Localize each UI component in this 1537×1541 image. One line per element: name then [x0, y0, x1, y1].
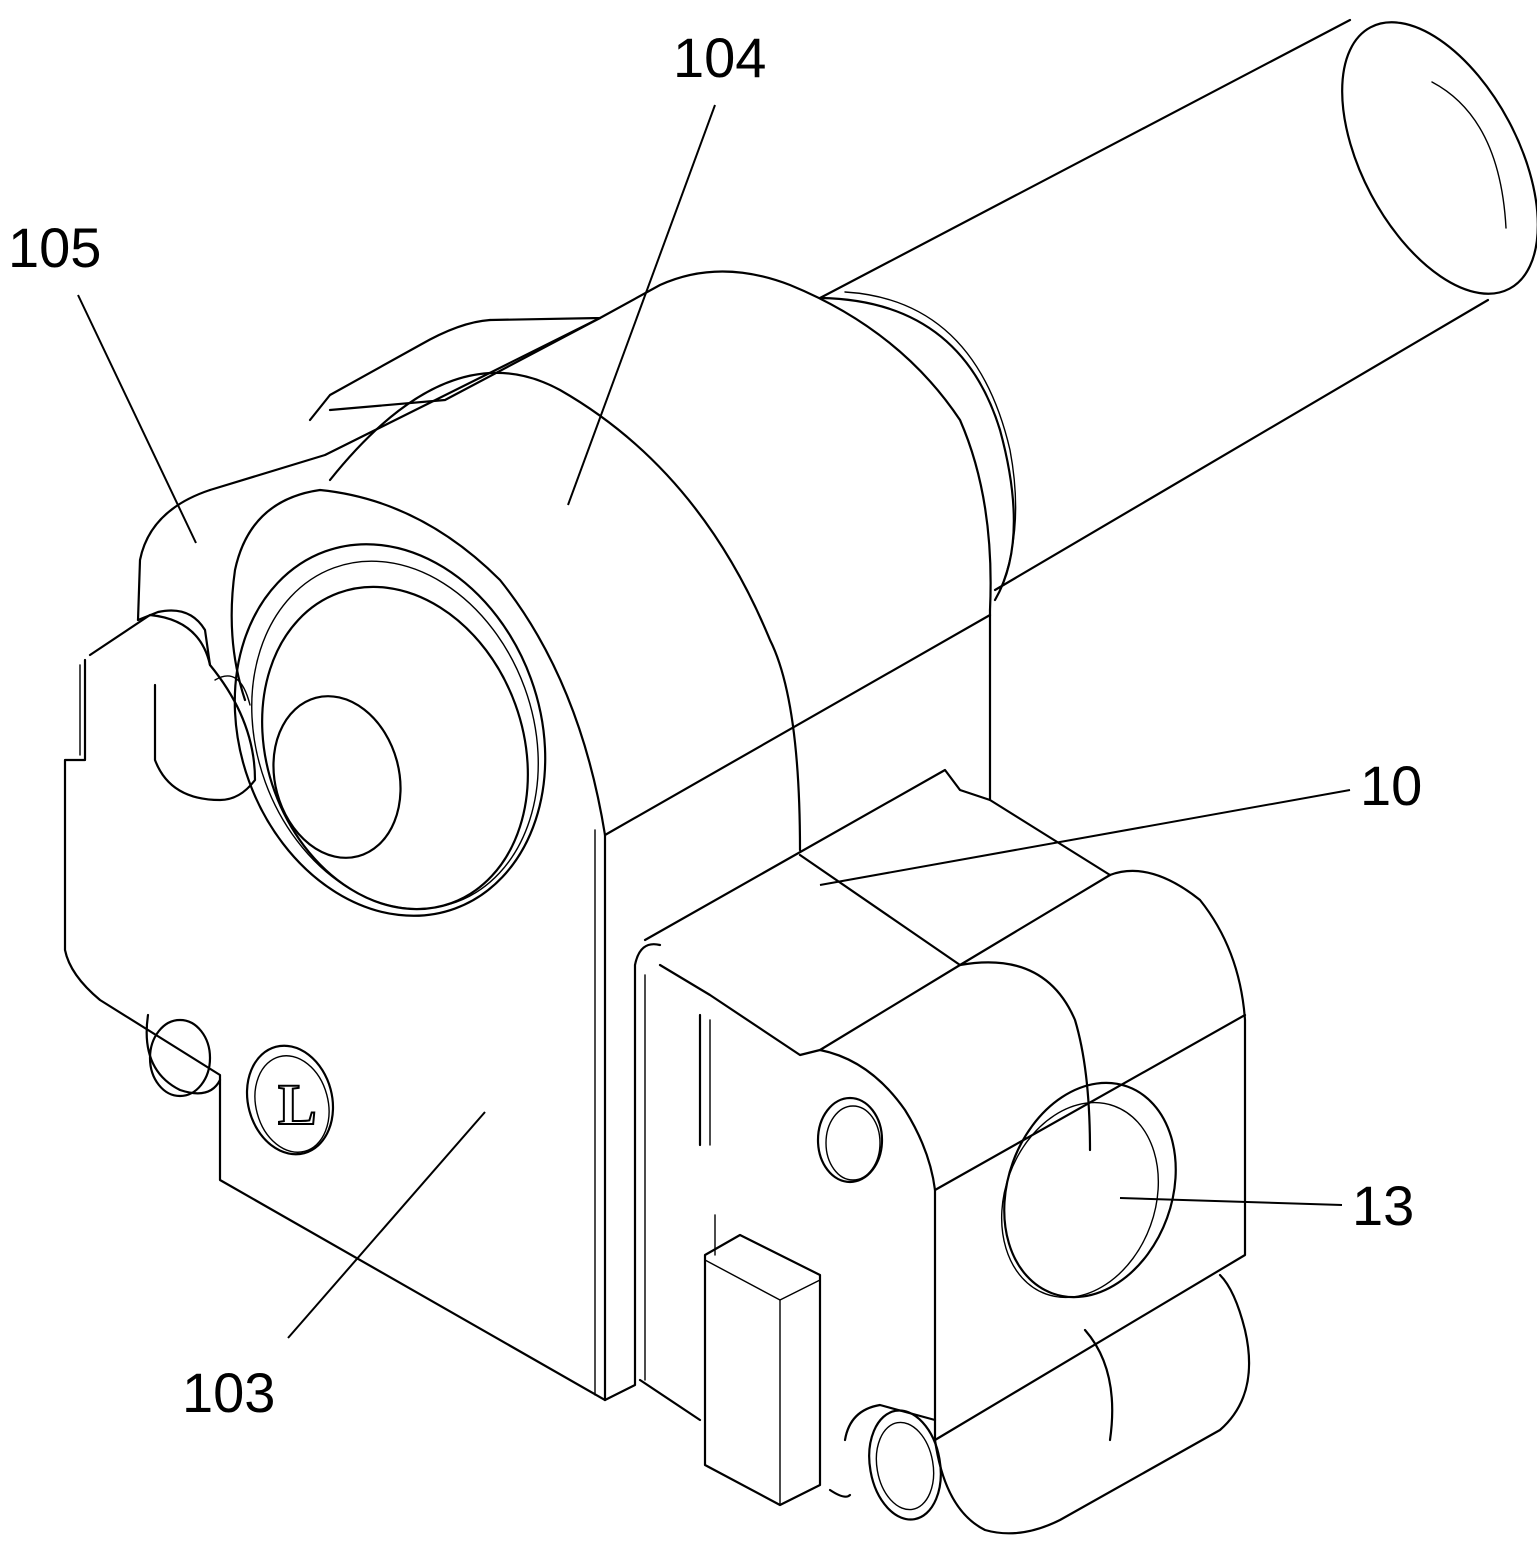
part-10-block: [643, 768, 1251, 1535]
label-10: 10: [1360, 754, 1422, 817]
front-boss: [230, 488, 607, 917]
leader-104: [567, 104, 716, 506]
label-104: 104: [673, 26, 766, 89]
leader-105: [77, 294, 197, 544]
plate-103: L: [63, 658, 607, 1402]
leader-10: [819, 789, 1351, 886]
embossed-mark: L: [278, 1072, 317, 1137]
leader-lines: [77, 104, 1351, 1339]
housing-104: [208, 270, 992, 1402]
leader-103: [287, 1111, 486, 1339]
label-105: 105: [8, 216, 101, 279]
part-105: [88, 488, 257, 802]
side-rail: [603, 943, 702, 1422]
reference-labels: 104 105 10 13 103: [8, 26, 1422, 1424]
leader-13: [1119, 1197, 1343, 1206]
label-13: 13: [1352, 1174, 1414, 1237]
label-103: 103: [182, 1361, 275, 1424]
shaft-cylinder: [818, 18, 1537, 602]
